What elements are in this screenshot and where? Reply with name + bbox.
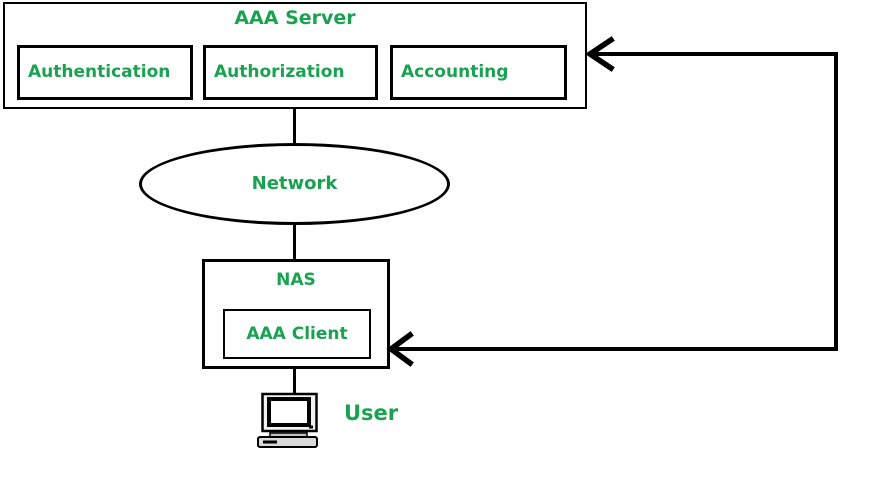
arrowhead-to-server [585,36,615,72]
arrowhead-to-nas [386,331,414,367]
module-box-accounting: Accounting [390,45,567,100]
aaa-client-box: AAA Client [223,309,371,359]
computer-icon [257,392,318,448]
aaa-server-label: AAA Server [234,7,356,29]
aaa-client-label: AAA Client [246,324,348,344]
module-box-authentication: Authentication [17,45,193,100]
network-ellipse: Network [139,143,450,225]
user-label: User [344,401,399,425]
nas-label: NAS [276,270,316,290]
authorization-label: Authorization [214,62,345,82]
connector-network-nas [293,224,296,261]
authentication-label: Authentication [28,62,171,82]
connector-server-network [293,108,296,145]
module-box-authorization: Authorization [203,45,378,100]
accounting-label: Accounting [401,62,509,82]
connector-nas-user [293,367,296,393]
network-label: Network [251,173,338,194]
